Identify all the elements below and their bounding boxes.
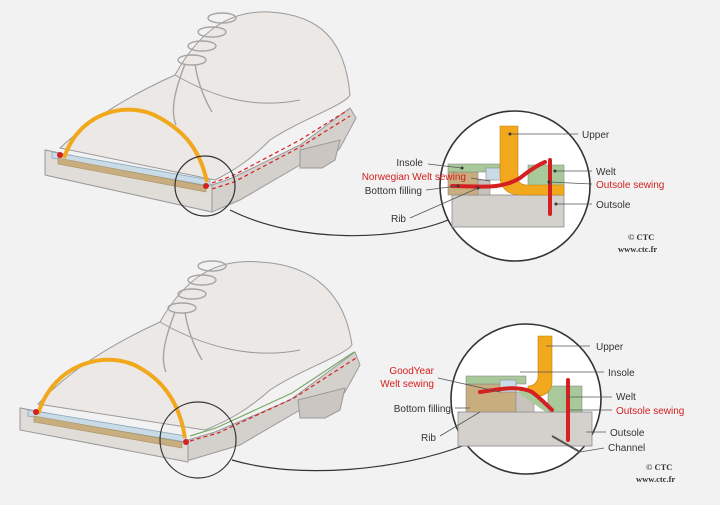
gy-label-welt: Welt [616, 392, 636, 403]
norwegian-vamp-line [174, 74, 301, 104]
goodyear-detail-welt [547, 385, 583, 413]
gy-label-bottom-filling: Bottom filling [394, 404, 451, 415]
gy-credit-url: www.ctc.fr [636, 474, 675, 484]
credit-copyright: © CTC [628, 232, 654, 242]
label-rib: Rib [391, 214, 406, 225]
label-upper: Upper [582, 130, 610, 141]
goodyear-shoe [19, 260, 466, 479]
gy-label-insole: Insole [608, 368, 635, 379]
label-insole: Insole [396, 158, 423, 169]
norwegian-shoe [44, 11, 449, 237]
norwegian-leaders [409, 133, 593, 219]
norwegian-welt-stitch [211, 109, 349, 184]
norwegian-section-filling [57, 157, 207, 193]
goodyear-detail-channel [551, 435, 581, 453]
norwegian-detail: Upper Insole Norwegian Welt sewing Botto… [362, 110, 664, 262]
norwegian-connector [229, 209, 449, 237]
goodyear-detail-outsole [457, 411, 593, 447]
label-norwegian-sewing: Norwegian Welt sewing [362, 172, 466, 183]
norwegian-stitch-left [57, 152, 63, 158]
goodyear-stitch-left [33, 409, 39, 415]
gy-credit-copyright: © CTC [646, 462, 672, 472]
norwegian-stitch-right [203, 183, 209, 189]
goodyear-welt-green [189, 351, 355, 437]
label-bottom-filling: Bottom filling [365, 186, 422, 197]
gy-label-goodyear-1: GoodYear [389, 366, 434, 377]
norwegian-laces [172, 12, 237, 126]
gy-label-channel: Channel [608, 443, 645, 454]
goodyear-heel [297, 387, 346, 419]
goodyear-detail-stitch [478, 386, 554, 412]
norwegian-detail-insole-blue [485, 167, 503, 181]
gy-label-outsole-sewing: Outsole sewing [616, 406, 684, 417]
norwegian-upper [58, 11, 351, 181]
goodyear-leaders [437, 345, 612, 453]
goodyear-section-filling [33, 415, 183, 449]
gy-label-goodyear-2: Welt sewing [380, 379, 434, 390]
credit-url: www.ctc.fr [618, 244, 657, 254]
norwegian-upper-arch [62, 107, 209, 183]
goodyear-welt-stitch [189, 357, 357, 442]
norwegian-detail-outsole [451, 194, 565, 228]
gy-label-outsole: Outsole [610, 428, 645, 439]
goodyear-detail: Upper Insole GoodYear Welt sewing Welt B… [380, 323, 684, 484]
goodyear-detail-insole [465, 375, 527, 385]
goodyear-magnifier-small [159, 401, 237, 479]
goodyear-laces [162, 260, 227, 373]
norwegian-section-insole [51, 151, 211, 187]
label-welt: Welt [596, 167, 616, 178]
norwegian-detail-stitch [450, 160, 547, 189]
goodyear-stitch-right [183, 439, 189, 445]
goodyear-upper-arch [36, 357, 187, 439]
norwegian-magnifier-small [174, 155, 236, 217]
gy-label-rib: Rib [421, 433, 436, 444]
goodyear-vamp-line [159, 321, 301, 354]
goodyear-connector [231, 444, 466, 472]
gy-label-upper: Upper [596, 342, 624, 353]
goodyear-detail-welt-green [518, 387, 550, 413]
norwegian-welt-stitch-2 [211, 115, 351, 190]
label-outsole-sewing: Outsole sewing [596, 180, 664, 191]
label-outsole: Outsole [596, 200, 631, 211]
norwegian-heel [299, 139, 341, 169]
